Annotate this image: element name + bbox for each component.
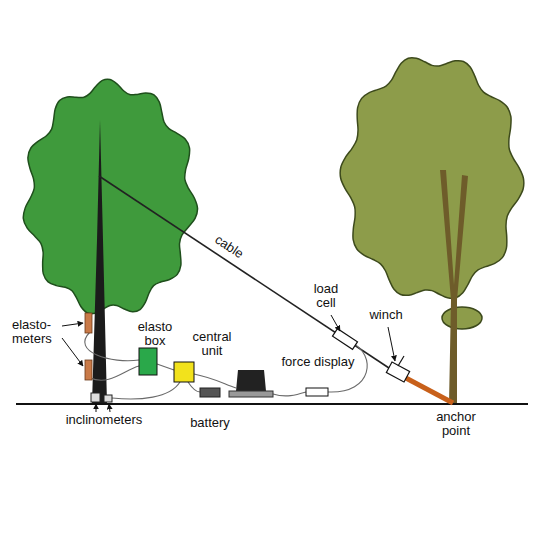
elasto-box: [139, 348, 157, 375]
wire: [188, 382, 200, 392]
inclinometer: [91, 393, 100, 402]
wire: [273, 392, 306, 396]
battery-box: [200, 388, 220, 397]
laptop-screen: [236, 370, 266, 391]
cable-line: [99, 176, 395, 372]
part-label: elasto- meters: [12, 318, 60, 347]
wire: [85, 332, 139, 361]
part-label: central unit: [186, 330, 238, 359]
leader-arrow: [331, 315, 340, 331]
leader-arrow: [62, 323, 83, 326]
load-cell-box: [333, 329, 358, 350]
leader-arrow: [96, 404, 97, 412]
left-tree-trunk: [92, 120, 107, 404]
leaders: [62, 315, 395, 412]
leader-arrow: [62, 338, 83, 366]
central-unit-box: [174, 362, 194, 382]
wire: [157, 364, 174, 370]
inclinometer: [104, 395, 112, 402]
elastometer: [85, 313, 92, 333]
leader-arrow: [109, 404, 110, 412]
part-label: force display: [270, 355, 366, 369]
laptop-base: [229, 391, 273, 397]
part-label: inclinometers: [54, 413, 154, 427]
elastometer: [85, 360, 92, 380]
anchor-strap: [404, 377, 453, 403]
force-display-box: [306, 388, 328, 396]
wire: [112, 382, 180, 399]
part-label: battery: [180, 416, 240, 430]
leader-arrow: [388, 327, 395, 361]
winch-handle: [398, 356, 404, 366]
wire: [90, 366, 139, 380]
part-label: anchor point: [429, 410, 483, 439]
part-label: elasto box: [133, 320, 177, 349]
left-tree-canopy: [23, 79, 197, 314]
part-label: load cell: [306, 282, 346, 311]
part-label: winch: [361, 308, 411, 322]
right-tree-trunk: [440, 170, 468, 404]
right-tree-lobe: [442, 307, 482, 329]
cable-label: cable: [204, 227, 254, 267]
wire: [194, 374, 236, 388]
right-tree-canopy: [340, 58, 524, 299]
